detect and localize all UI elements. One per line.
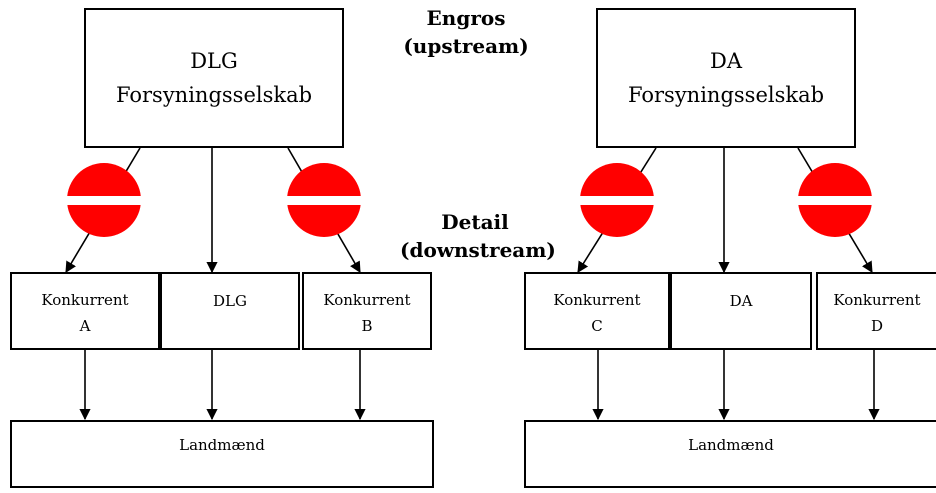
level-label-line: Detail [441, 210, 509, 234]
level-label-line: Engros [426, 6, 506, 30]
supplier-type: Forsyningsselskab [627, 83, 825, 107]
customer-box-landmaend-right: Landmænd [524, 420, 936, 488]
retailer-box-dlg: DLG [160, 272, 300, 350]
retailer-label: DA [729, 292, 753, 310]
customer-box-landmaend-left: Landmænd [10, 420, 434, 488]
level-label-retail: Detail (downstream) [400, 208, 556, 264]
retailer-label: D [870, 317, 884, 335]
retailer-label: Konkurrent [553, 291, 641, 309]
supplier-name: DA [709, 49, 742, 73]
level-label-line: (downstream) [400, 238, 556, 262]
no-entry-sign-icon [576, 163, 658, 237]
retailer-label: DLG [213, 292, 247, 310]
retailer-label: Konkurrent [323, 291, 411, 309]
retailer-label: B [361, 317, 373, 335]
supplier-name: DLG [190, 49, 238, 73]
level-label-wholesale: Engros (upstream) [396, 4, 536, 60]
level-label-line: (upstream) [403, 34, 529, 58]
no-entry-sign-icon [794, 163, 876, 237]
supplier-box-da: DA Forsyningsselskab [596, 8, 856, 148]
retailer-box-konkurrent-d: Konkurrent D [816, 272, 936, 350]
retailer-label: Konkurrent [833, 291, 921, 309]
customer-label: Landmænd [179, 436, 265, 454]
retailer-box-konkurrent-a: Konkurrent A [10, 272, 160, 350]
no-entry-sign-icon [283, 163, 365, 237]
retailer-label: Konkurrent [41, 291, 129, 309]
retailer-box-konkurrent-b: Konkurrent B [302, 272, 432, 350]
customer-label: Landmænd [688, 436, 774, 454]
no-entry-sign-icon [63, 163, 145, 237]
retailer-box-da: DA [670, 272, 812, 350]
retailer-box-konkurrent-c: Konkurrent C [524, 272, 670, 350]
supplier-type: Forsyningsselskab [115, 83, 313, 107]
retailer-label: C [591, 317, 603, 335]
retailer-label: A [79, 317, 91, 335]
supplier-box-dlg: DLG Forsyningsselskab [84, 8, 344, 148]
